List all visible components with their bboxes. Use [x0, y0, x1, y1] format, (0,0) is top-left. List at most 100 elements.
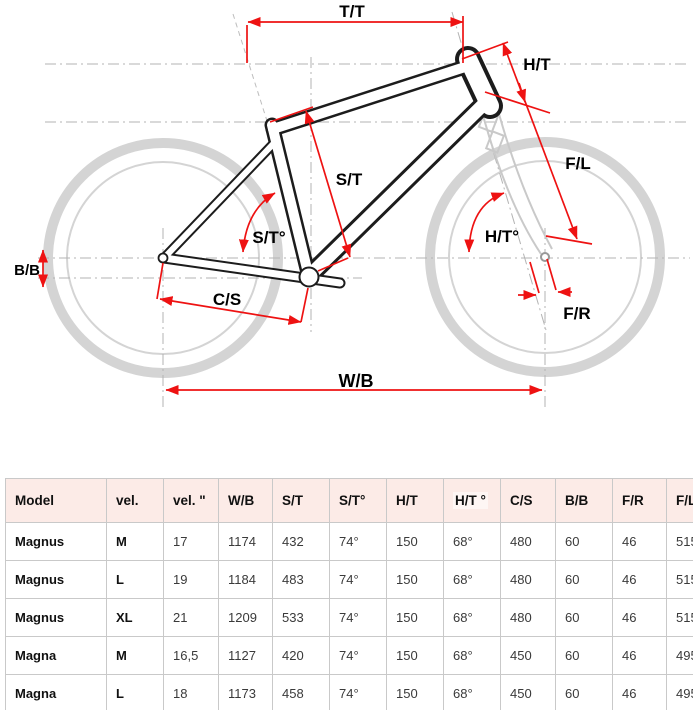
- cell-st-angle: 74°: [329, 522, 387, 561]
- cell-st-angle: 74°: [329, 636, 387, 675]
- cell-st: 420: [272, 636, 330, 675]
- col-wb: W/B: [218, 478, 273, 523]
- label-wheelbase: W/B: [339, 371, 374, 391]
- header-row: Model vel. vel. " W/B S/T S/T° H/T H/T °…: [5, 478, 693, 523]
- cs-dimension: [159, 296, 302, 325]
- cell-cs: 480: [500, 522, 556, 561]
- bike-geometry-diagram: T/T H/T F/L S/T S/T° H/T° B/B C/S F/R W/…: [14, 2, 690, 408]
- frame-fill: [160, 50, 499, 287]
- col-st-angle: S/T°: [329, 478, 387, 523]
- cell-fl: 515: [666, 598, 693, 637]
- col-model: Model: [5, 478, 107, 523]
- cell-vel: XL: [106, 598, 164, 637]
- label-fork-length: F/L: [565, 154, 591, 173]
- cell-bb: 60: [555, 560, 613, 599]
- label-head-tube-angle: H/T°: [485, 227, 519, 246]
- cell-st: 458: [272, 674, 330, 710]
- cell-bb: 60: [555, 522, 613, 561]
- cell-fl: 495: [666, 636, 693, 675]
- cell-fr: 46: [612, 560, 667, 599]
- cell-wb: 1209: [218, 598, 273, 637]
- cell-vel-inch: 17: [163, 522, 219, 561]
- cell-ht: 150: [386, 636, 444, 675]
- cell-cs: 450: [500, 674, 556, 710]
- cell-model: Magna: [5, 674, 107, 710]
- label-head-tube: H/T: [523, 55, 551, 74]
- label-seat-tube-angle: S/T°: [252, 228, 285, 247]
- cell-wb: 1184: [218, 560, 273, 599]
- table-row: Magna L 18 1173 458 74° 150 68° 450 60 4…: [5, 674, 693, 710]
- col-bb: B/B: [555, 478, 613, 523]
- col-cs: C/S: [500, 478, 556, 523]
- cell-fr: 46: [612, 522, 667, 561]
- cell-cs: 480: [500, 598, 556, 637]
- cell-st-angle: 74°: [329, 598, 387, 637]
- cell-ht: 150: [386, 522, 444, 561]
- cell-wb: 1173: [218, 674, 273, 710]
- cell-ht: 150: [386, 560, 444, 599]
- col-fl: F/L: [666, 478, 693, 523]
- geometry-table: Model vel. vel. " W/B S/T S/T° H/T H/T °…: [5, 478, 693, 710]
- cell-vel: L: [106, 674, 164, 710]
- cell-model: Magnus: [5, 560, 107, 599]
- cell-vel: L: [106, 560, 164, 599]
- cell-ht-angle: 68°: [443, 674, 501, 710]
- cell-vel-inch: 21: [163, 598, 219, 637]
- dimension-labels: T/T H/T F/L S/T S/T° H/T° B/B C/S F/R W/…: [14, 2, 591, 391]
- cell-ht: 150: [386, 674, 444, 710]
- cell-st-angle: 74°: [329, 560, 387, 599]
- ht-angle-arc: [464, 192, 505, 253]
- guide-lines: [38, 11, 690, 408]
- cell-ht-angle: 68°: [443, 560, 501, 599]
- cell-model: Magnus: [5, 598, 107, 637]
- cell-wb: 1174: [218, 522, 273, 561]
- col-vel: vel.: [106, 478, 164, 523]
- col-ht-angle-label: H/T °: [453, 492, 488, 509]
- cell-ht-angle: 68°: [443, 522, 501, 561]
- ht-fl-dimension: [502, 42, 578, 240]
- cell-vel-inch: 19: [163, 560, 219, 599]
- cell-bb: 60: [555, 598, 613, 637]
- table-row: Magnus M 17 1174 432 74° 150 68° 480 60 …: [5, 522, 693, 561]
- label-fork-rake: F/R: [563, 304, 590, 323]
- label-seat-tube: S/T: [336, 170, 363, 189]
- cell-vel: M: [106, 522, 164, 561]
- cell-ht-angle: 68°: [443, 598, 501, 637]
- cell-cs: 480: [500, 560, 556, 599]
- cell-wb: 1127: [218, 636, 273, 675]
- table-row: Magnus L 19 1184 483 74° 150 68° 480 60 …: [5, 560, 693, 599]
- cell-bb: 60: [555, 674, 613, 710]
- table-row: Magnus XL 21 1209 533 74° 150 68° 480 60…: [5, 598, 693, 637]
- table-row: Magna M 16,5 1127 420 74° 150 68° 450 60…: [5, 636, 693, 675]
- label-chainstay: C/S: [213, 290, 241, 309]
- col-vel-inch: vel. ": [163, 478, 219, 523]
- st-angle-arc: [238, 192, 276, 253]
- cell-ht: 150: [386, 598, 444, 637]
- geometry-table-wrap: Model vel. vel. " W/B S/T S/T° H/T H/T °…: [5, 478, 693, 710]
- cell-cs: 450: [500, 636, 556, 675]
- cell-bb: 60: [555, 636, 613, 675]
- cell-model: Magna: [5, 636, 107, 675]
- cell-fr: 46: [612, 674, 667, 710]
- cell-st: 432: [272, 522, 330, 561]
- bottom-bracket-shell: [298, 266, 320, 288]
- rear-dropout: [157, 252, 169, 264]
- cell-vel-inch: 18: [163, 674, 219, 710]
- cell-fl: 495: [666, 674, 693, 710]
- cell-fl: 515: [666, 560, 693, 599]
- st-dimension: [304, 110, 352, 258]
- cell-fr: 46: [612, 636, 667, 675]
- dimension-lines: [38, 16, 593, 395]
- cell-st: 483: [272, 560, 330, 599]
- col-ht-angle: H/T °: [443, 478, 501, 523]
- cell-fr: 46: [612, 598, 667, 637]
- col-st: S/T: [272, 478, 330, 523]
- col-fr: F/R: [612, 478, 667, 523]
- col-ht: H/T: [386, 478, 444, 523]
- cell-model: Magnus: [5, 522, 107, 561]
- cell-vel-inch: 16,5: [163, 636, 219, 675]
- label-top-tube: T/T: [339, 2, 365, 21]
- cell-st: 533: [272, 598, 330, 637]
- cell-fl: 515: [666, 522, 693, 561]
